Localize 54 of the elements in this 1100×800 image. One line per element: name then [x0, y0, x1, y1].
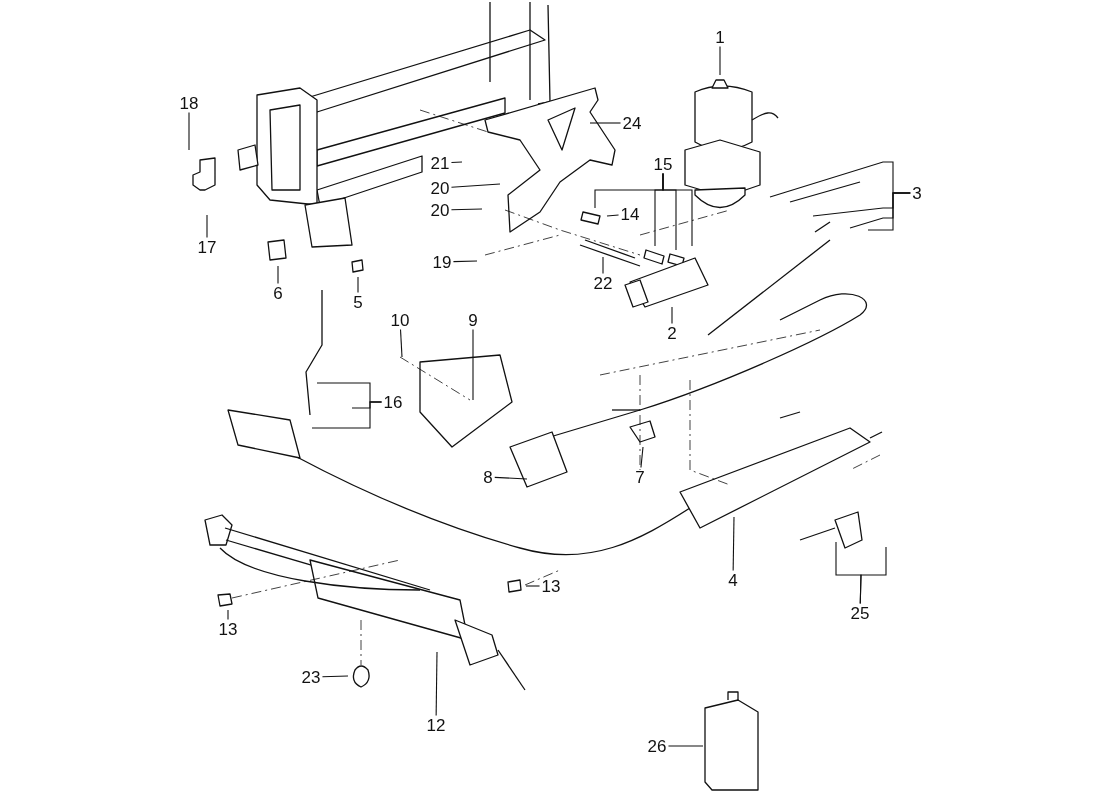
callout-number: 10 [390, 311, 410, 329]
leader-line [640, 446, 644, 469]
leader-line [206, 214, 208, 239]
leader-line [732, 516, 735, 572]
callout-number: 17 [197, 238, 217, 256]
callout-number: 16 [383, 393, 403, 411]
leader-line [494, 476, 528, 480]
callout-number: 2 [667, 324, 677, 342]
callout-number: 22 [593, 274, 613, 292]
leader-line [525, 585, 541, 587]
callout-number: 14 [620, 205, 640, 223]
leader-line [450, 183, 501, 188]
callout-number: 13 [541, 577, 561, 595]
leader-line [589, 122, 622, 124]
callout-number: 6 [273, 284, 283, 302]
leader-line [311, 401, 383, 429]
callout-number: 20 [430, 179, 450, 197]
leader-line [602, 256, 604, 275]
callout-number: 13 [218, 620, 238, 638]
callout-number: 21 [430, 154, 450, 172]
callout-number: 7 [635, 468, 645, 486]
leader-line [867, 192, 911, 231]
leader-line [399, 328, 403, 358]
leader-line [606, 214, 620, 217]
callout-number: 19 [432, 253, 452, 271]
callout-number: 25 [850, 604, 870, 622]
leader-line [671, 306, 673, 325]
leader-line [277, 265, 279, 285]
callout-number: 24 [622, 114, 642, 132]
leader-line [859, 546, 887, 605]
leader-line [357, 276, 359, 294]
leader-line [321, 675, 349, 678]
callout-number: 9 [468, 311, 478, 329]
leader-line [667, 745, 704, 747]
callout-number: 4 [728, 571, 738, 589]
callout-number: 5 [353, 293, 363, 311]
leader-line [227, 609, 229, 621]
callout-number: 18 [179, 94, 199, 112]
callout-number: 3 [912, 184, 922, 202]
leader-line [452, 260, 478, 263]
callout-number: 8 [483, 468, 493, 486]
callout-number: 20 [430, 201, 450, 219]
callout-number: 23 [301, 668, 321, 686]
callout-number: 15 [653, 155, 673, 173]
callout-number: 12 [426, 716, 446, 734]
callout-number: 1 [715, 28, 725, 46]
leader-line [662, 172, 693, 247]
leader-line [450, 208, 483, 211]
leader-line [450, 161, 463, 164]
leader-line [719, 45, 721, 76]
leader-line [435, 651, 438, 717]
callout-number: 26 [647, 737, 667, 755]
leader-line [472, 328, 474, 401]
leader-line [188, 111, 190, 151]
